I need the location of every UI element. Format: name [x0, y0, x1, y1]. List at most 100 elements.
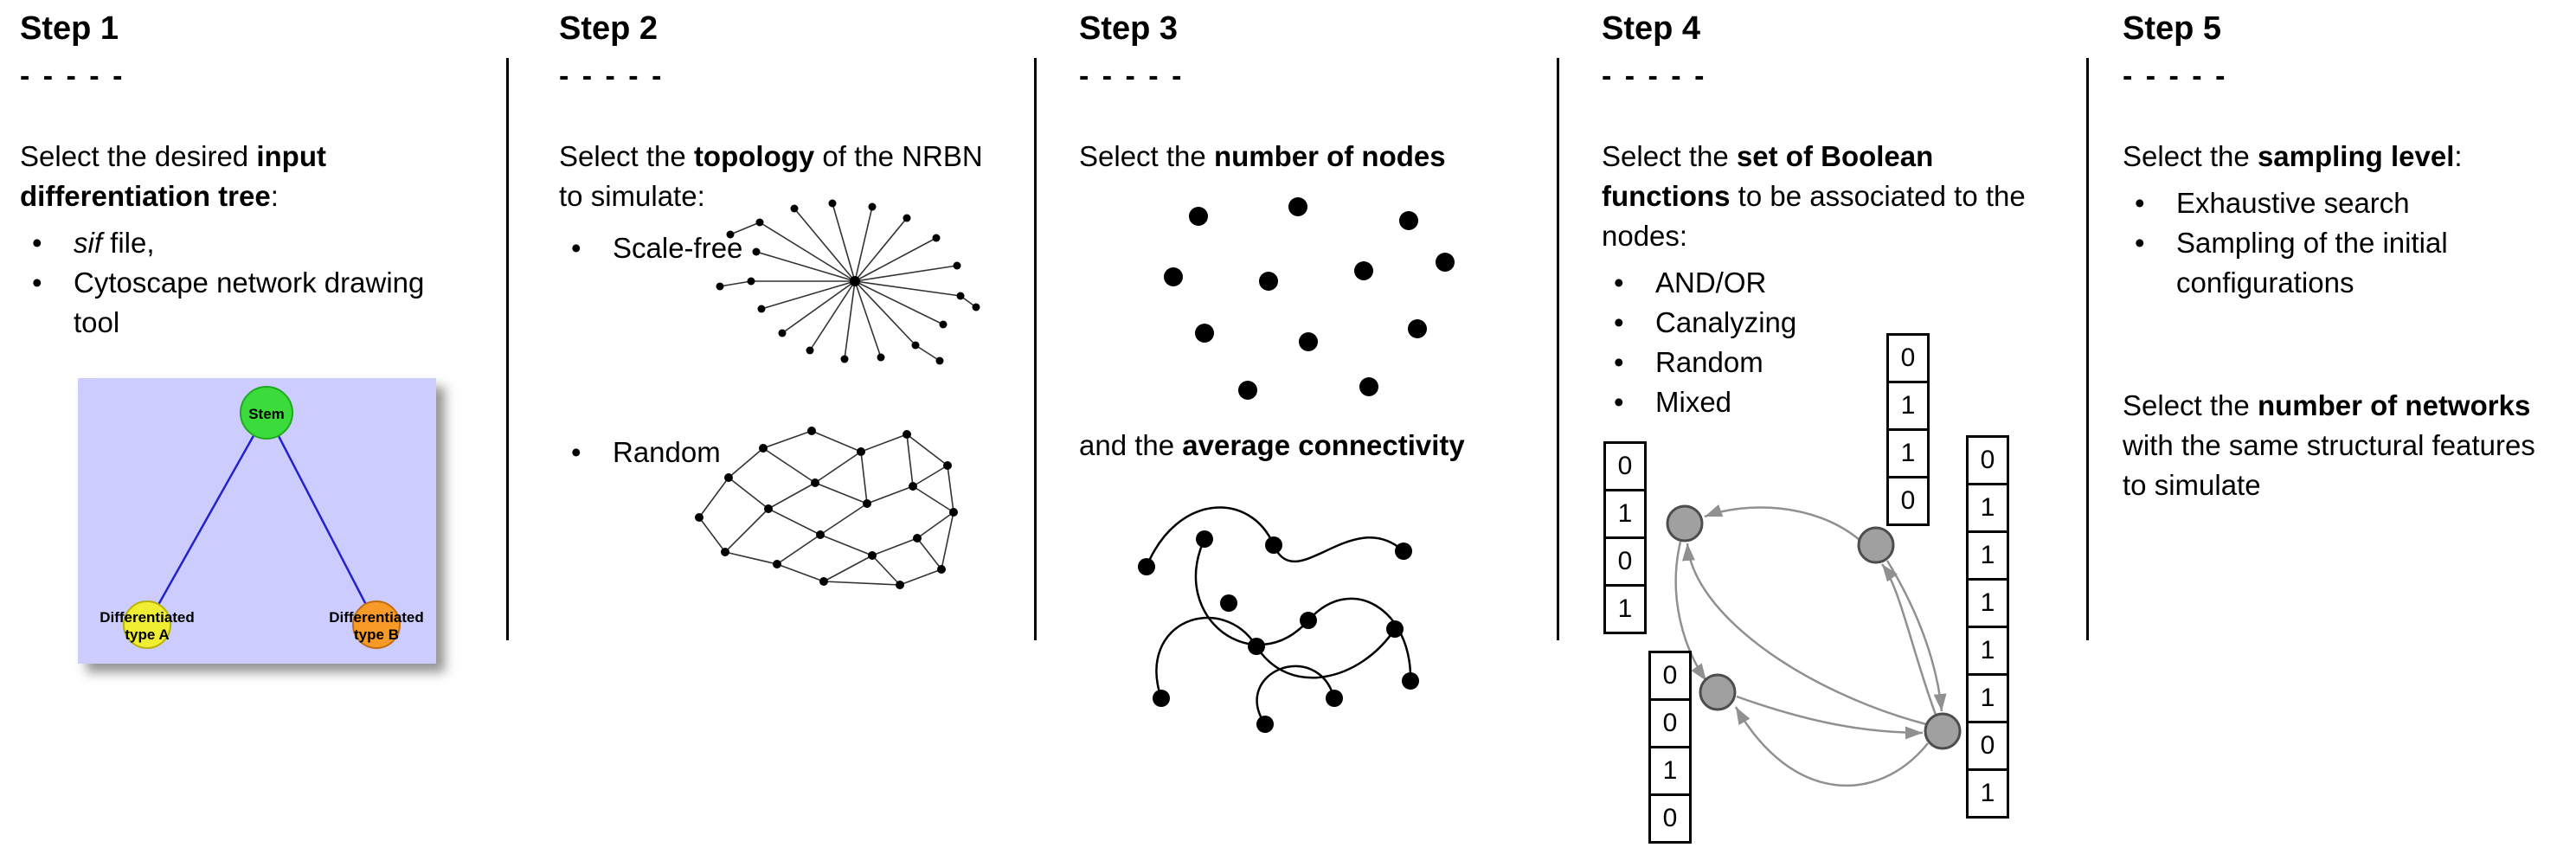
step-5-bullet-list: Exhaustive search Sampling of the initia…: [2123, 183, 2566, 303]
step-5-title: Step 5: [2123, 10, 2222, 47]
random-nodes: [695, 427, 958, 589]
step-1-column: Step 1 - - - - - Select the desired inpu…: [20, 10, 491, 664]
step-2-bullet-list: Scale-free Random: [559, 228, 992, 472]
intro-text: of the NRBN to simulate:: [559, 140, 983, 212]
intro-bold: number of networks: [2257, 389, 2531, 421]
intro-bold: set of Boolean functions: [1602, 140, 1934, 212]
bullet-scale-free: Scale-free: [559, 228, 992, 268]
boolean-table-left: 0 1 0 1: [1603, 441, 1647, 634]
intro-text: to be associated to the nodes:: [1602, 180, 2026, 252]
step-4-title: Step 4: [1602, 10, 1701, 47]
step-3-line2: and the average connectivity: [1079, 426, 1551, 466]
step-4-dashes: - - - - -: [1602, 60, 1707, 93]
intro-text: Select the desired: [20, 140, 257, 172]
scale-free-network-illustration: [716, 199, 980, 365]
column-divider: [2086, 58, 2089, 640]
step-3-dashes: - - - - -: [1079, 60, 1185, 93]
intro-bold: topology: [693, 140, 815, 172]
intro-text: Select the: [1079, 140, 1214, 172]
bullet-text: Cytoscape network drawing tool: [74, 266, 425, 338]
boolean-table-bottom-left: 0 0 1 0: [1648, 651, 1692, 844]
gene-node: [1857, 526, 1895, 564]
tangle-nodes: [1138, 530, 1419, 733]
intro-bold: number of nodes: [1213, 140, 1446, 172]
type-b-label: type B: [354, 626, 399, 643]
step-5-line1: Select the sampling level:: [2123, 137, 2566, 177]
type-b-node: [352, 600, 401, 649]
table-cell: 1: [1966, 768, 2009, 819]
step-3-line1: Select the number of nodes: [1079, 137, 1551, 177]
stem-node: [240, 386, 293, 440]
differentiation-tree-svg: Stem Differentiated type A Differentiate…: [100, 386, 424, 649]
intro-text: Select the: [2123, 140, 2258, 172]
boolean-network-svg: [1666, 504, 1962, 787]
network-arrows: [1674, 504, 1947, 787]
boolean-table-right: 0 1 1 1 1 1 0 1: [1966, 435, 2009, 819]
scale-free-nodes: [716, 199, 980, 365]
intro-text: with the same structural features to sim…: [2123, 429, 2535, 501]
table-cell: 0: [1648, 651, 1692, 701]
type-a-label: Differentiated: [100, 609, 195, 626]
connectivity-tangle-illustration: [1138, 506, 1419, 733]
bullet-sampling-initial: Sampling of the initial configurations: [2123, 223, 2566, 303]
table-cell: 1: [1966, 483, 2009, 533]
step-3-column: Step 3 - - - - - Select the number of no…: [1079, 10, 1551, 733]
column-divider: [506, 58, 509, 640]
gene-node: [1666, 504, 1704, 543]
step-1-intro: Select the desired input differentiation…: [20, 137, 491, 216]
network-nodes: [1666, 504, 1962, 750]
bullet-random-functions: Random: [1602, 343, 2034, 382]
bullet-exhaustive-search: Exhaustive search: [2123, 183, 2566, 223]
type-a-label: type A: [125, 626, 169, 643]
column-divider: [1034, 58, 1037, 640]
bullet-random: Random: [559, 433, 992, 472]
step-5-line2: Select the number of networks with the s…: [2123, 386, 2566, 505]
table-cell: 1: [1966, 578, 2009, 628]
step-2-column: Step 2 - - - - - Select the topology of …: [559, 10, 992, 589]
table-cell: 0: [1966, 721, 2009, 771]
table-cell: 1: [1966, 673, 2009, 723]
intro-text: Select the: [1602, 140, 1737, 172]
table-cell: 1: [1648, 746, 1692, 796]
step-2-title: Step 2: [559, 10, 658, 47]
step-1-bullet-list: sif file, Cytoscape network drawing tool: [20, 223, 491, 343]
bullet-text: file,: [102, 227, 155, 259]
intro-text: and the: [1079, 429, 1183, 461]
table-cell: 1: [1886, 381, 1930, 431]
intro-bold: average connectivity: [1182, 429, 1465, 461]
tree-edge: [145, 412, 268, 626]
step-2-dashes: - - - - -: [559, 60, 665, 93]
column-divider: [1557, 58, 1559, 640]
boolean-table-top: 0 1 1 0: [1886, 333, 1930, 526]
table-cell: 0: [1603, 441, 1647, 491]
stem-label: Stem: [248, 406, 285, 422]
table-cell: 1: [1966, 530, 2009, 581]
table-cell: 1: [1966, 626, 2009, 676]
tree-edge: [265, 412, 378, 626]
step-2-intro: Select the topology of the NRBN to simul…: [559, 137, 992, 216]
differentiation-tree-illustration: Stem Differentiated type A Differentiate…: [78, 378, 436, 664]
step-1-dashes: - - - - -: [20, 60, 125, 93]
table-cell: 0: [1648, 793, 1692, 844]
step-3-title: Step 3: [1079, 10, 1179, 47]
step-4-column: Step 4 - - - - - Select the set of Boole…: [1602, 10, 2034, 844]
intro-text: :: [2454, 140, 2463, 172]
table-cell: 1: [1603, 489, 1647, 539]
bullet-mixed: Mixed: [1602, 382, 2034, 422]
intro-bold: input differentiation tree: [20, 140, 326, 212]
intro-text: Select the: [2123, 389, 2258, 421]
intro-text: Select the: [559, 140, 694, 172]
intro-text: :: [270, 180, 279, 212]
table-cell: 0: [1603, 536, 1647, 587]
table-cell: 1: [1886, 428, 1930, 478]
gene-node: [1924, 712, 1962, 750]
table-cell: 0: [1886, 333, 1930, 383]
bullet-canalyzing: Canalyzing: [1602, 303, 2034, 343]
scale-free-edges: [719, 202, 977, 362]
step-1-title: Step 1: [20, 10, 119, 47]
bullet-and-or: AND/OR: [1602, 263, 2034, 303]
random-edges: [698, 430, 954, 586]
boolean-network-illustration: 0 1 1 0 0 1 0 1 0 1 1 1 1 1 0 1 0 0 1 0: [1602, 324, 2039, 854]
intro-bold: sampling level: [2257, 140, 2455, 172]
step-5-dashes: - - - - -: [2123, 60, 2228, 93]
